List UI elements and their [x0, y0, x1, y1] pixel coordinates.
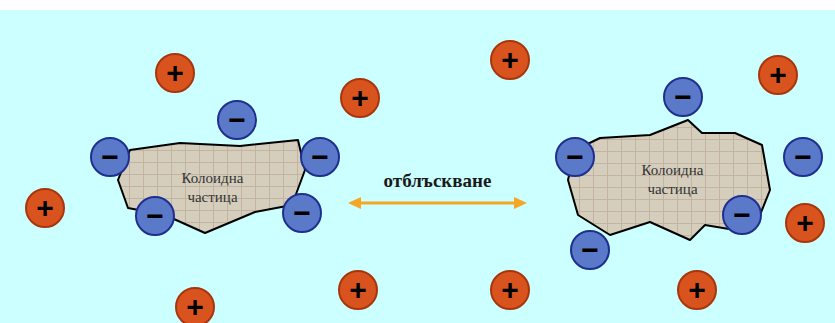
node-label: −: [311, 142, 329, 172]
anion-circle: −: [90, 137, 130, 177]
node-label: +: [186, 292, 204, 322]
anion-circle: −: [135, 196, 175, 236]
node-label: +: [36, 193, 54, 223]
cation-circle: +: [758, 55, 798, 95]
cation-circle: +: [490, 270, 530, 310]
anion-circle: −: [282, 193, 322, 233]
cation-circle: +: [155, 53, 195, 93]
node-label: +: [351, 83, 369, 113]
cation-circle: +: [785, 203, 825, 243]
anion-circle: −: [663, 77, 703, 117]
node-label: −: [794, 142, 812, 172]
node-label: +: [769, 60, 787, 90]
node-label: +: [688, 275, 706, 305]
cation-circle: +: [677, 270, 717, 310]
anion-circle: −: [722, 195, 762, 235]
node-label: +: [501, 45, 519, 75]
node-label: −: [581, 235, 599, 265]
cation-circle: +: [490, 40, 530, 80]
node-label: +: [166, 58, 184, 88]
cation-circle: +: [338, 270, 378, 310]
node-label: −: [674, 82, 692, 112]
anion-circle: −: [783, 137, 823, 177]
cation-circle: +: [340, 78, 380, 118]
node-label: −: [101, 142, 119, 172]
cation-circle: +: [175, 287, 215, 323]
repulsion-arrow: [348, 197, 527, 209]
node-label: −: [146, 201, 164, 231]
anion-circle: −: [555, 137, 595, 177]
node-label: +: [349, 275, 367, 305]
node-label: +: [501, 275, 519, 305]
node-label: Колоидна частица: [633, 161, 713, 200]
anion-circle: −: [570, 230, 610, 270]
node-label: −: [566, 142, 584, 172]
anion-circle: −: [217, 100, 257, 140]
node-label: −: [733, 200, 751, 230]
node-label: −: [228, 105, 246, 135]
node-label: Колоидна частица: [173, 169, 253, 208]
anion-circle: −: [300, 137, 340, 177]
cation-circle: +: [25, 188, 65, 228]
node-label: +: [796, 208, 814, 238]
node-label: −: [293, 198, 311, 228]
edge-label: отблъскване: [381, 170, 495, 192]
